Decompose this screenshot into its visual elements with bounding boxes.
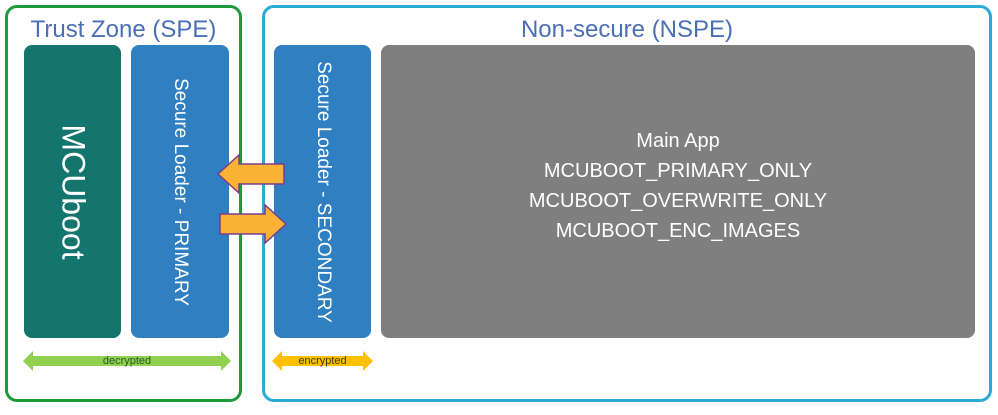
main-app-line-title: Main App [636, 129, 720, 152]
secure-loader-secondary-block: Secure Loader - SECONDARY [274, 45, 371, 338]
mcuboot-label: MCUboot [55, 123, 91, 260]
main-app-line-enc-images: MCUBOOT_ENC_IMAGES [555, 219, 801, 242]
encrypted-range: encrypted [272, 351, 373, 371]
non-secure-title: Non-secure (NSPE) [520, 16, 734, 43]
trust-zone-spe-frame: Trust Zone (SPE) [5, 5, 242, 402]
secure-loader-primary-block: Secure Loader - PRIMARY [131, 45, 229, 338]
secure-loader-primary-label: Secure Loader - PRIMARY [170, 77, 191, 306]
decrypted-range: decrypted [23, 351, 231, 371]
decrypted-double-arrow-icon [23, 351, 231, 371]
main-app-block: Main App MCUBOOT_PRIMARY_ONLY MCUBOOT_OV… [381, 45, 975, 338]
non-secure-nspe-frame: Non-secure (NSPE) [262, 5, 992, 402]
arrow-left-icon [217, 153, 285, 195]
encrypted-double-arrow-icon [272, 351, 373, 371]
secure-loader-secondary-label: Secure Loader - SECONDARY [312, 60, 334, 323]
main-app-text: Main App MCUBOOT_PRIMARY_ONLY MCUBOOT_OV… [381, 45, 975, 338]
main-app-line-overwrite-only: MCUBOOT_OVERWRITE_ONLY [528, 189, 828, 212]
trust-zone-title: Trust Zone (SPE) [30, 16, 217, 43]
decrypted-label: decrypted [102, 355, 152, 367]
mcuboot-block: MCUboot [24, 45, 121, 338]
main-app-line-primary-only: MCUBOOT_PRIMARY_ONLY [543, 159, 813, 182]
encrypted-label: encrypted [298, 355, 347, 367]
arrow-right-icon [219, 203, 287, 245]
